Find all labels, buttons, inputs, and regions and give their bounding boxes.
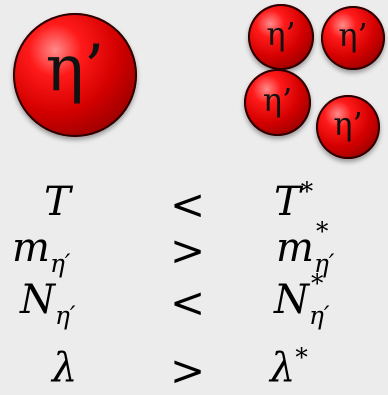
superscript: * [300, 177, 314, 207]
relation-right: T* [274, 179, 313, 225]
relation-right: m*η′ [276, 217, 335, 279]
symbol: λ [52, 345, 78, 391]
relation-left: mη′ [12, 225, 70, 276]
relation-left: λ [52, 348, 77, 388]
relation-left: T [44, 182, 71, 222]
eta-prime-small-particle: η’ [321, 6, 385, 70]
subscript: η′ [309, 301, 330, 331]
symbol: T [274, 179, 301, 225]
particle-label: η’ [333, 105, 363, 143]
eta-prime-large-particle: η’ [13, 13, 137, 137]
particle-label: η’ [266, 15, 296, 53]
symbol: m [276, 225, 314, 271]
symbol: T [44, 179, 71, 225]
symbol: N [274, 277, 309, 323]
relation-operator: > [170, 226, 206, 275]
symbol: N [20, 277, 55, 323]
eta-prime-small-particle: η’ [248, 4, 314, 70]
relation-operator: < [170, 180, 206, 229]
particle-label: η’ [45, 32, 105, 106]
superscript: * [295, 343, 308, 373]
symbol: m [12, 225, 50, 271]
relation-left: Nη′ [20, 277, 76, 328]
eta-prime-small-particle: η’ [316, 95, 380, 159]
subscript: η′ [313, 249, 335, 279]
symbol: λ [270, 345, 296, 391]
subscript: η′ [49, 249, 71, 279]
eta-prime-small-particle: η’ [244, 69, 311, 136]
relation-operator: > [170, 346, 206, 395]
relation-right: λ* [270, 345, 308, 391]
relation-right: N*η′ [274, 269, 330, 331]
particle-label: η’ [338, 16, 368, 54]
particle-label: η’ [262, 80, 293, 119]
subscript: η′ [55, 301, 76, 331]
relation-operator: < [170, 278, 206, 327]
